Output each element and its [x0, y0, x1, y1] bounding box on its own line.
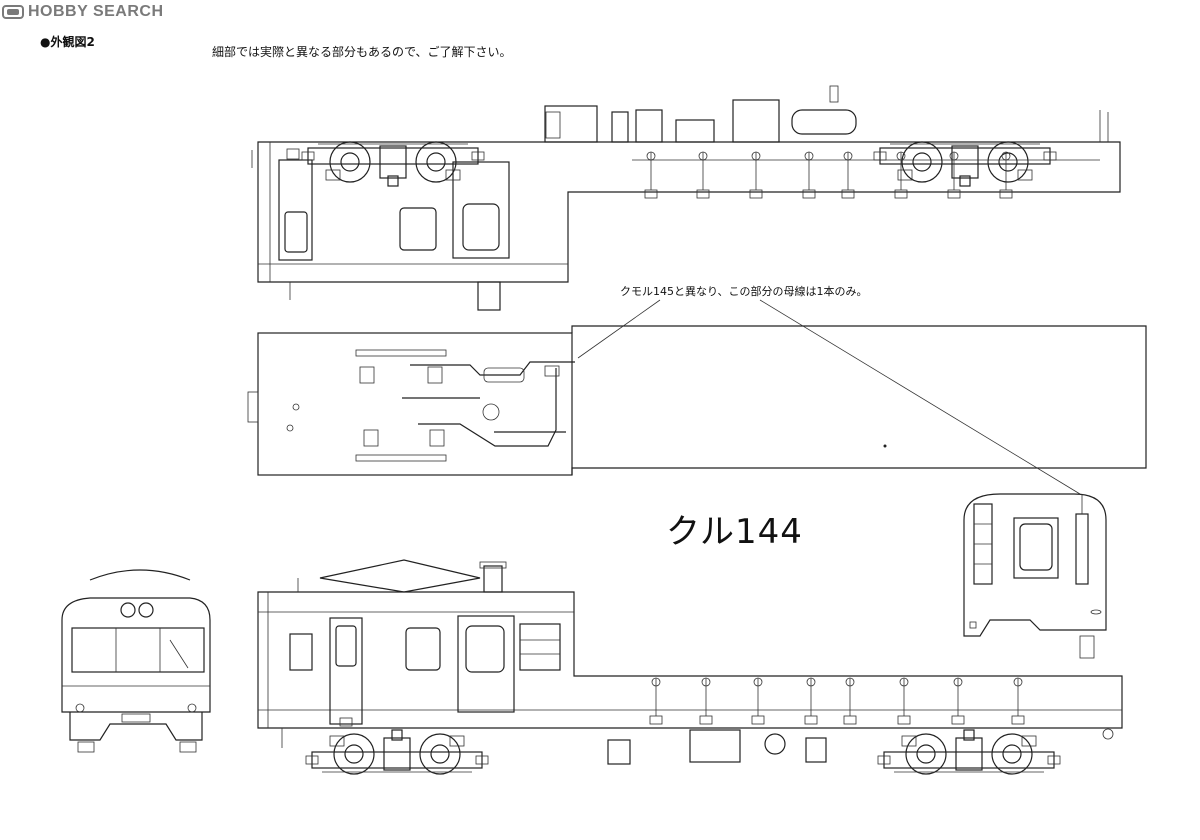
logo-text: HOBBY SEARCH — [28, 3, 164, 20]
bottom-side-view — [257, 559, 1123, 775]
section-title: ●外観図2 — [40, 35, 95, 49]
model-name-label: クル144 — [666, 512, 803, 552]
callout-leader-left — [577, 299, 661, 359]
top-side-view — [251, 85, 1121, 311]
rear-end-view — [963, 493, 1107, 659]
roof-plan-view — [247, 325, 1147, 476]
callout-leader-right — [759, 299, 1081, 495]
logo-mark-icon — [2, 5, 24, 19]
disclaimer-note: 細部では実際と異なる部分もあるので、ご了解下さい。 — [212, 45, 512, 59]
busbar-callout-note: クモル145と異なり、この部分の母線は1本のみ。 — [620, 285, 868, 298]
front-end-view — [61, 569, 211, 753]
hobby-search-logo: HOBBY SEARCH — [2, 3, 164, 21]
